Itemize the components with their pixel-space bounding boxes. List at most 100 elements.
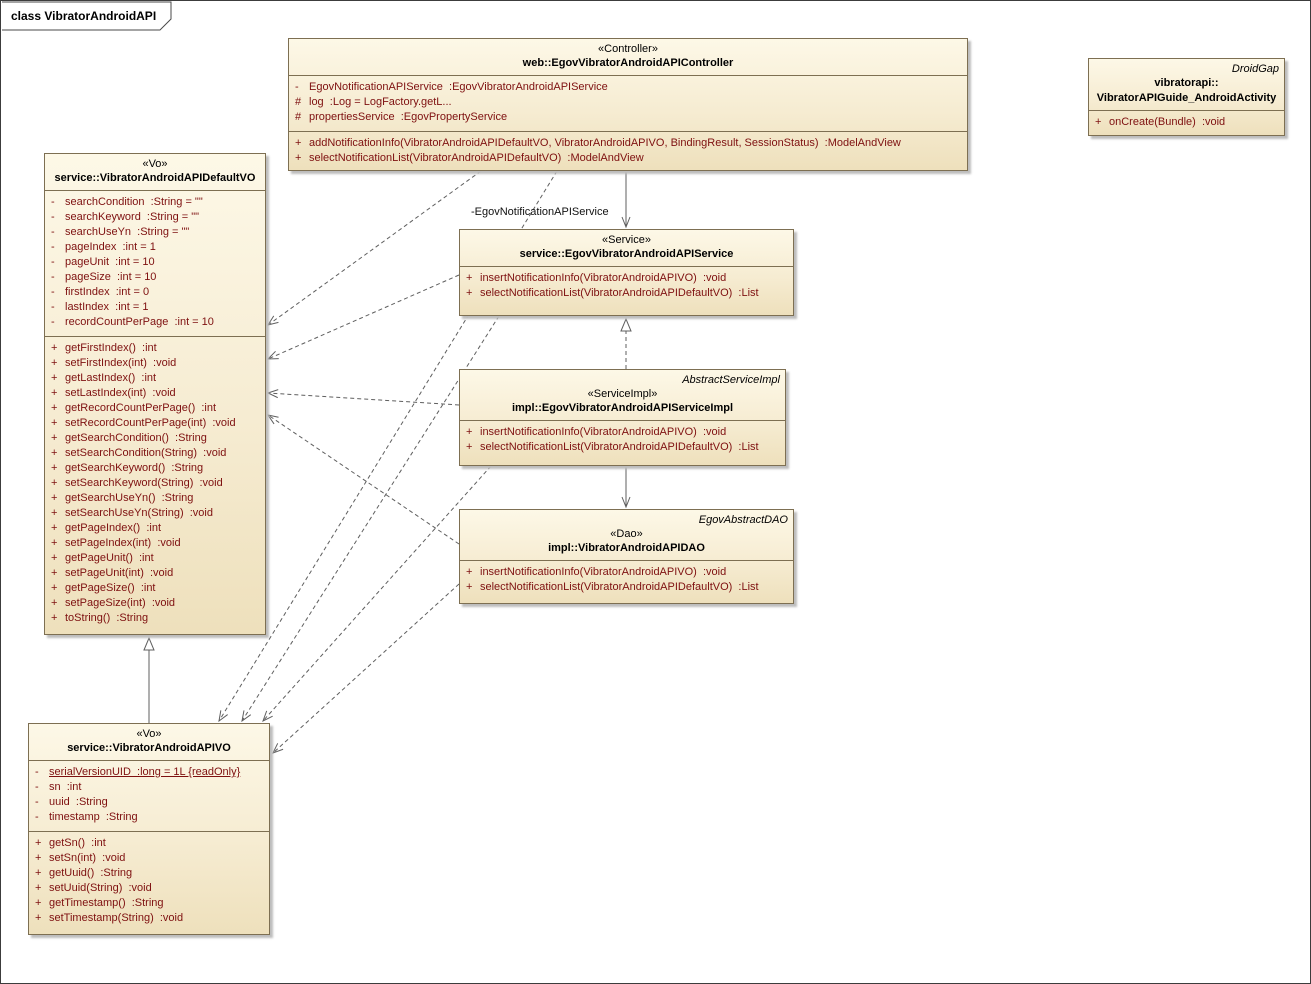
attribute-row: -EgovNotificationAPIService :EgovVibrato… (295, 81, 608, 93)
attribute-row: -sn :int (35, 781, 82, 793)
operation-row: +onCreate(Bundle) :void (1095, 116, 1226, 128)
attribute-row: -searchCondition :String = "" (51, 196, 203, 208)
dependency-serviceimpl-defaultvo (266, 389, 460, 406)
operation-row: +setSearchUseYn(String) :void (51, 507, 213, 519)
class-stereotype: «Dao» (610, 528, 643, 540)
dependency-serviceimpl-vo (262, 465, 492, 723)
operation-row: +setSn(int) :void (35, 852, 126, 864)
class-name: web::EgovVibratorAndroidAPIController (522, 57, 734, 69)
operation-row: +insertNotificationInfo(VibratorAndroidA… (466, 566, 727, 578)
operation-row: +setTimestamp(String) :void (35, 912, 184, 924)
operation-row: +selectNotificationList(VibratorAndroidA… (466, 287, 759, 299)
association-role-label: -EgovNotificationAPIService (471, 206, 609, 218)
class-header: «Service» service::EgovVibratorAndroidAP… (460, 230, 793, 266)
operations-compartment: +insertNotificationInfo(VibratorAndroidA… (460, 420, 785, 461)
class-name: service::VibratorAndroidAPIDefaultVO (54, 172, 256, 184)
class-stereotype: «Vo» (142, 158, 168, 170)
operations-compartment: +insertNotificationInfo(VibratorAndroidA… (460, 560, 793, 601)
attribute-row: -searchKeyword :String = "" (51, 211, 200, 223)
operation-row: +getSearchKeyword() :String (51, 462, 204, 474)
attributes-compartment: -EgovNotificationAPIService :EgovVibrato… (289, 75, 967, 131)
class-box-serviceimpl[interactable]: AbstractServiceImpl «ServiceImpl» impl::… (459, 369, 786, 466)
operations-compartment: +addNotificationInfo(VibratorAndroidAPID… (289, 131, 967, 170)
operation-row: +insertNotificationInfo(VibratorAndroidA… (466, 426, 727, 438)
attributes-compartment: -serialVersionUID :long = 1L {readOnly} -… (29, 760, 269, 831)
attribute-row: #log :Log = LogFactory.getL... (295, 96, 452, 108)
operations-compartment: +insertNotificationInfo(VibratorAndroidA… (460, 266, 793, 307)
class-header: «Controller» web::EgovVibratorAndroidAPI… (289, 39, 967, 75)
operation-row: +selectNotificationList(VibratorAndroidA… (295, 152, 644, 164)
class-parent-tag: AbstractServiceImpl (682, 374, 780, 386)
operation-row: +getPageIndex() :int (51, 522, 162, 534)
operation-row: +setPageSize(int) :void (51, 597, 176, 609)
class-name: impl::VibratorAndroidAPIDAO (548, 542, 705, 554)
operations-compartment: +onCreate(Bundle) :void (1089, 110, 1284, 135)
operation-row: +getTimestamp() :String (35, 897, 164, 909)
operation-row: +setUuid(String) :void (35, 882, 152, 894)
frame-tab (2, 1, 172, 31)
class-name: service::VibratorAndroidAPIVO (67, 742, 231, 754)
class-stereotype: «Vo» (136, 728, 162, 740)
attribute-row: -searchUseYn :String = "" (51, 226, 190, 238)
operation-row: +getPageUnit() :int (51, 552, 154, 564)
operation-row: +insertNotificationInfo(VibratorAndroidA… (466, 272, 727, 284)
attribute-row: -uuid :String (35, 796, 108, 808)
operation-row: +getSearchCondition() :String (51, 432, 207, 444)
class-name: impl::EgovVibratorAndroidAPIServiceImpl (511, 402, 734, 414)
attribute-row: -firstIndex :int = 0 (51, 286, 150, 298)
operation-row: +getFirstIndex() :int (51, 342, 157, 354)
class-box-androidactivity[interactable]: DroidGap vibratorapi:: VibratorAPIGuide_… (1088, 58, 1285, 136)
operation-row: +getUuid() :String (35, 867, 133, 879)
operation-row: +selectNotificationList(VibratorAndroidA… (466, 581, 759, 593)
dependency-service-vo (241, 315, 500, 723)
operation-row: +setRecordCountPerPage(int) :void (51, 417, 236, 429)
attribute-row: -timestamp :String (35, 811, 138, 823)
attribute-row: -pageUnit :int = 10 (51, 256, 155, 268)
attribute-row: #propertiesService :EgovPropertyService (295, 111, 508, 123)
dependency-dao-vo (272, 583, 460, 754)
class-name: vibratorapi:: VibratorAPIGuide_AndroidAc… (1096, 77, 1277, 104)
operation-row: +getPageSize() :int (51, 582, 156, 594)
class-name: service::EgovVibratorAndroidAPIService (519, 248, 734, 260)
operation-row: +setSearchKeyword(String) :void (51, 477, 223, 489)
dependency-dao-defaultvo (266, 414, 460, 545)
class-parent-tag: EgovAbstractDAO (698, 514, 788, 526)
class-stereotype: «ServiceImpl» (587, 388, 658, 400)
operation-row: +getSearchUseYn() :String (51, 492, 194, 504)
class-stereotype: «Controller» (598, 43, 658, 55)
attributes-compartment: -searchCondition :String = "" -searchKeyw… (45, 190, 265, 336)
class-box-controller[interactable]: «Controller» web::EgovVibratorAndroidAPI… (288, 38, 968, 171)
attribute-row: -lastIndex :int = 1 (51, 301, 149, 313)
attribute-row: -recordCountPerPage :int = 10 (51, 316, 214, 328)
operation-row: +setFirstIndex(int) :void (51, 357, 177, 369)
class-header: EgovAbstractDAO «Dao» impl::VibratorAndr… (460, 510, 793, 560)
operation-row: +addNotificationInfo(VibratorAndroidAPID… (295, 137, 901, 149)
operation-row: +selectNotificationList(VibratorAndroidA… (466, 441, 759, 453)
class-box-vo[interactable]: «Vo» service::VibratorAndroidAPIVO -seri… (28, 723, 270, 935)
attribute-row: -pageSize :int = 10 (51, 271, 157, 283)
dependency-service-defaultvo (266, 274, 460, 360)
operation-row: +getLastIndex() :int (51, 372, 157, 384)
class-box-service[interactable]: «Service» service::EgovVibratorAndroidAP… (459, 229, 794, 316)
operation-row: +setLastIndex(int) :void (51, 387, 176, 399)
operation-row: +toString() :String (51, 612, 149, 624)
attribute-row: -serialVersionUID :long = 1L {readOnly} (35, 766, 241, 778)
operations-compartment: +getSn() :int +setSn(int) :void +getUuid()… (29, 831, 269, 932)
class-header: AbstractServiceImpl «ServiceImpl» impl::… (460, 370, 785, 420)
class-parent-tag: DroidGap (1231, 63, 1279, 75)
class-box-dao[interactable]: EgovAbstractDAO «Dao» impl::VibratorAndr… (459, 509, 794, 604)
dependency-controller-defaultvo (266, 170, 482, 326)
attribute-row: -pageIndex :int = 1 (51, 241, 156, 253)
operation-row: +setSearchCondition(String) :void (51, 447, 227, 459)
operation-row: +getSn() :int (35, 837, 106, 849)
class-box-defaultvo[interactable]: «Vo» service::VibratorAndroidAPIDefaultV… (44, 153, 266, 635)
class-header: DroidGap vibratorapi:: VibratorAPIGuide_… (1089, 59, 1284, 110)
class-stereotype: «Service» (602, 234, 651, 246)
class-header: «Vo» service::VibratorAndroidAPIVO (29, 724, 269, 760)
operations-compartment: +getFirstIndex() :int +setFirstIndex(int)… (45, 336, 265, 632)
class-header: «Vo» service::VibratorAndroidAPIDefaultV… (45, 154, 265, 190)
operation-row: +getRecordCountPerPage() :int (51, 402, 217, 414)
operation-row: +setPageUnit(int) :void (51, 567, 174, 579)
diagram-frame-label: class VibratorAndroidAPI (11, 9, 157, 23)
